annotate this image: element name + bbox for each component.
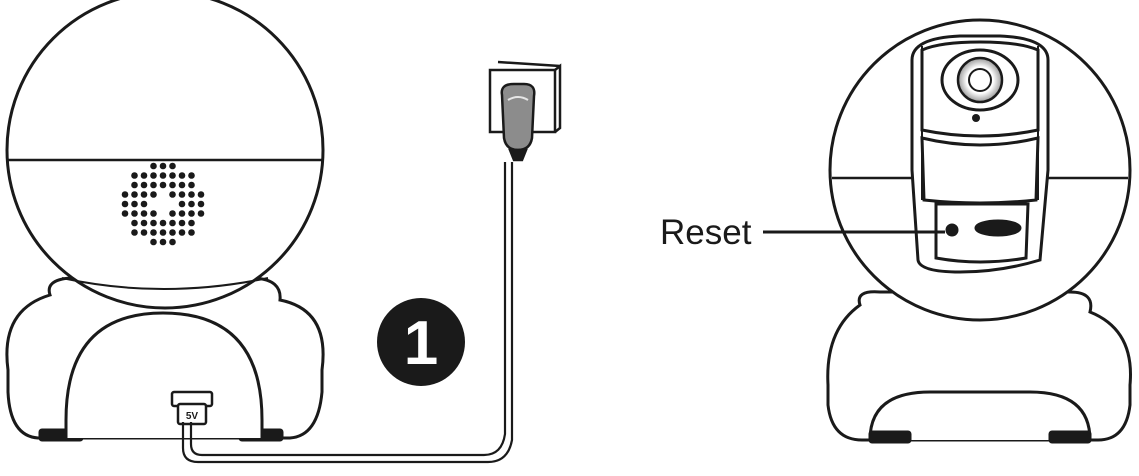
speaker-grille-dot (178, 181, 186, 189)
speaker-grille-dot (121, 191, 129, 198)
speaker-grille-dot (159, 172, 167, 179)
speaker-grille-dot (188, 200, 195, 208)
speaker-grille-dot (159, 229, 167, 236)
speaker-grille-dot (178, 210, 186, 217)
speaker-grille-dot (131, 191, 138, 198)
speaker-grille-dot (140, 191, 148, 198)
speaker-grille-dot (169, 181, 176, 189)
speaker-grille-dot (188, 219, 195, 227)
speaker-grille-dot (140, 229, 148, 236)
speaker-grille-dot (169, 219, 176, 227)
reset-label: Reset (660, 213, 752, 252)
speaker-grille-dot (188, 191, 195, 198)
speaker-grille-dot (169, 172, 176, 179)
speaker-grille-dot (169, 191, 176, 198)
speaker-grille-dot (140, 181, 148, 189)
speaker-grille-dot (131, 229, 138, 236)
camera-front-base-recess (868, 390, 1092, 441)
speaker-grille-dot (140, 200, 148, 208)
camera-neck (61, 277, 269, 290)
speaker-grille-dot (121, 200, 129, 208)
speaker-grille-dot (197, 200, 205, 208)
speaker-grille-dot (169, 210, 176, 217)
speaker-grille-dot (150, 238, 157, 246)
speaker-grille-dot (169, 162, 176, 170)
speaker-grille-dot (159, 162, 167, 170)
camera-rear-arch (64, 311, 264, 438)
speaker-grille-dot (121, 210, 129, 217)
camera-front-view (826, 18, 1132, 444)
speaker-grille-dot (131, 181, 138, 189)
camera-lens (940, 48, 1020, 122)
speaker-grille-dot (178, 229, 186, 236)
speaker-grille-dot (188, 172, 195, 179)
speaker-grille-dot (150, 191, 157, 198)
speaker-grille-dot (131, 200, 138, 208)
camera-back-view (5, 0, 325, 442)
speaker-grille-dot (178, 172, 186, 179)
speaker-grille-dot (188, 210, 195, 217)
power-adapter (500, 82, 536, 162)
speaker-grille-dot (159, 181, 167, 189)
speaker-grille-dot (150, 210, 157, 217)
speaker-grille-dot (131, 210, 138, 217)
step-badge: 1 (377, 298, 465, 386)
camera-head (5, 0, 325, 310)
camera-front-foot-right (1048, 430, 1092, 444)
speaker-grille-dot (169, 238, 176, 246)
power-port: 5V (170, 390, 214, 426)
step-number: 1 (404, 309, 438, 378)
camera-lens-lower (920, 136, 1040, 205)
reset-hole (945, 223, 959, 237)
speaker-grille-dot (178, 219, 186, 227)
speaker-grille-dot (140, 172, 148, 179)
speaker-grille (121, 162, 205, 246)
speaker-grille-dot (197, 210, 205, 217)
speaker-grille-dot (150, 219, 157, 227)
sd-card-slot (974, 219, 1022, 237)
camera-front-foot-left (868, 430, 912, 444)
power-cable (181, 162, 514, 464)
speaker-grille-dot (188, 181, 195, 189)
speaker-grille-dot (150, 172, 157, 179)
power-port-label: 5V (186, 411, 199, 422)
speaker-grille-dot (140, 210, 148, 217)
speaker-grille-dot (150, 229, 157, 236)
speaker-grille-dot (178, 191, 186, 198)
speaker-grille-dot (159, 238, 167, 246)
speaker-grille-dot (131, 172, 138, 179)
speaker-grille-dot (169, 229, 176, 236)
speaker-grille-dot (140, 219, 148, 227)
speaker-grille-dot (178, 200, 186, 208)
speaker-grille-dot (188, 229, 195, 236)
speaker-grille-dot (150, 162, 157, 170)
speaker-grille-dot (150, 181, 157, 189)
speaker-grille-dot (197, 191, 205, 198)
speaker-grille-dot (159, 219, 167, 227)
speaker-grille-dot (131, 219, 138, 227)
